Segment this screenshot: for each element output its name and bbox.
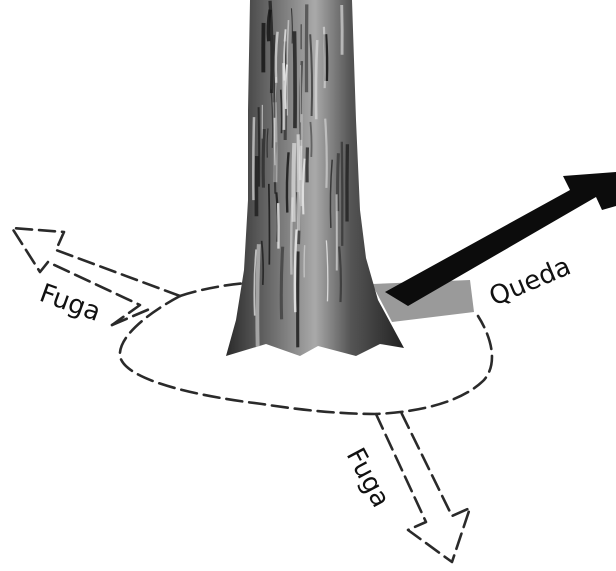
bark-streak [285, 152, 290, 213]
bark-streak [296, 134, 301, 231]
bark-streak [279, 89, 283, 134]
bark-streak [260, 240, 265, 285]
bark-streak [279, 246, 285, 320]
bark-streak [314, 40, 319, 120]
bark-streak [252, 117, 256, 201]
bark-streak [283, 29, 287, 81]
bark-streak [266, 128, 269, 158]
bark-streak [290, 8, 293, 44]
work-area-boundary [118, 294, 494, 416]
bark-streak [338, 246, 343, 303]
fall-direction-arrow-icon [385, 172, 616, 306]
bark-streak [324, 118, 328, 188]
escape-route-arrow-left-icon [10, 226, 182, 327]
bark-streak [274, 76, 277, 166]
escape-label-left: Fuga [36, 278, 105, 328]
bark-streak [323, 34, 329, 81]
bark-streak [289, 197, 294, 275]
bark-streak [325, 240, 329, 302]
bark-streak [268, 0, 274, 94]
bark-streak [291, 143, 297, 222]
bark-streak [340, 141, 344, 246]
bark-streak [309, 121, 313, 158]
work-area-boundary-back [178, 281, 250, 298]
fall-label: Queda [485, 251, 575, 312]
bark-streak [329, 159, 333, 228]
bark-streak [273, 142, 278, 194]
bark-streak [284, 64, 289, 110]
bark-streak [253, 249, 257, 316]
bark-texture [252, 0, 350, 348]
bark-streak [293, 229, 298, 313]
bark-streak [322, 26, 327, 89]
bark-streak [267, 183, 271, 265]
bark-streak [309, 34, 314, 117]
bark-streak [255, 244, 261, 347]
bark-streak [303, 245, 306, 278]
bark-streak [270, 89, 274, 148]
bark-streak [292, 31, 297, 129]
bark-streak [257, 107, 261, 187]
bark-streak [301, 158, 306, 215]
tree-trunk-icon [226, 0, 404, 356]
bark-streak [274, 31, 279, 83]
escape-route-arrow-bottom-icon [374, 408, 472, 564]
bark-streak [261, 128, 266, 188]
escape-label-bottom: Fuga [340, 443, 396, 512]
